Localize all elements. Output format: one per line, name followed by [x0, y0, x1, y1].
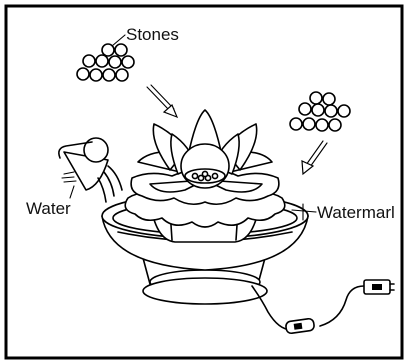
water-leader-line — [70, 186, 74, 198]
stones-pile-right — [290, 92, 350, 131]
arrow-right-stones — [302, 141, 327, 174]
stones-pile-left — [77, 44, 134, 81]
water-label: Water — [26, 199, 71, 218]
power-cord — [252, 280, 394, 334]
arrow-left-stones — [147, 85, 177, 117]
watermark-label: Watermarl — [317, 203, 395, 222]
water-pitcher — [59, 138, 122, 202]
stones-label: Stones — [126, 25, 179, 44]
